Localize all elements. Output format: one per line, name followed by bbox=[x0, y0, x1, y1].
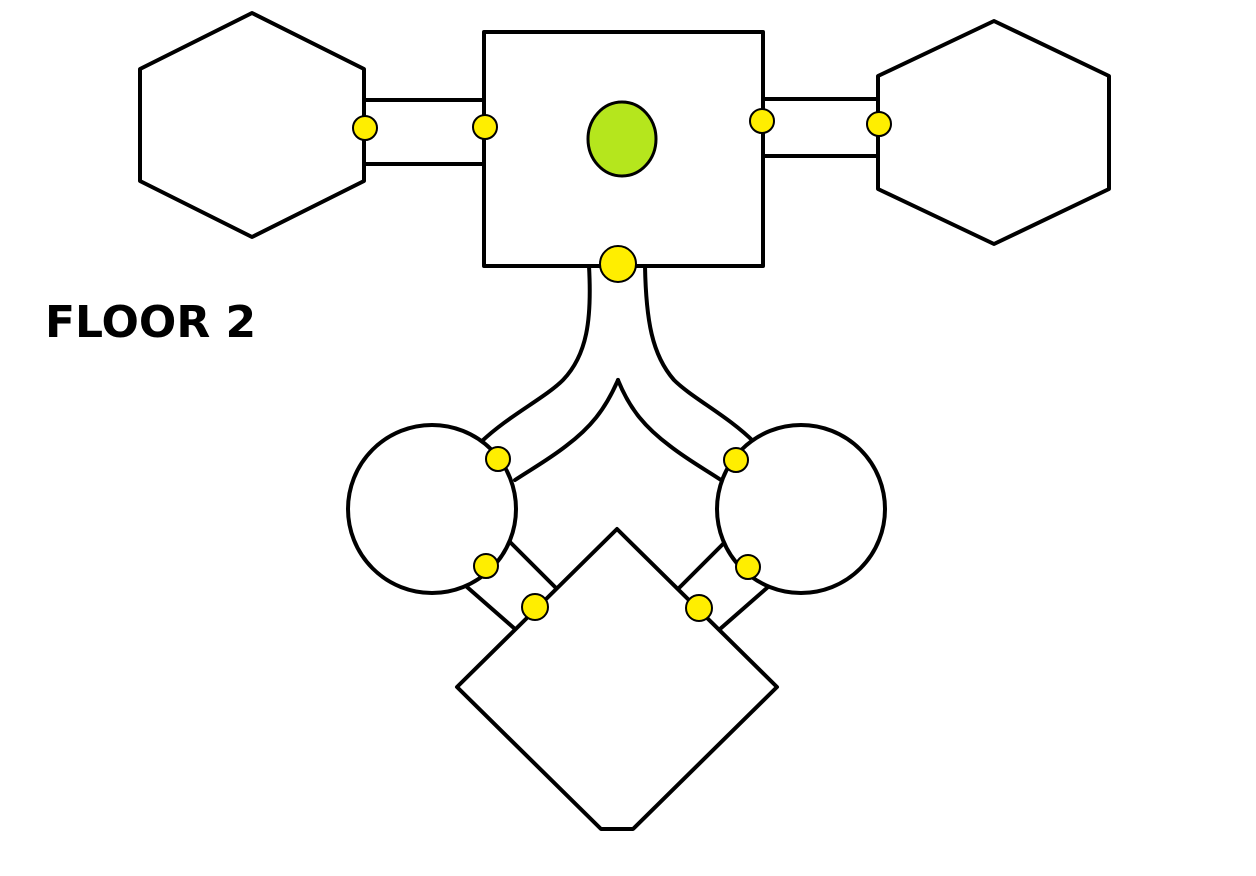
right-circle-room bbox=[715, 423, 887, 595]
door-right-circle-north bbox=[723, 447, 749, 473]
forked-corridor bbox=[479, 264, 756, 482]
bottom-diamond-room bbox=[455, 527, 779, 831]
fork-inner-left-wall bbox=[513, 378, 620, 482]
floor-label: FLOOR 2 bbox=[45, 297, 256, 348]
door-central-west bbox=[472, 114, 498, 140]
door-east-hexagon bbox=[866, 111, 892, 137]
left-diagonal-corridor bbox=[465, 540, 558, 631]
left-circle-room bbox=[346, 423, 518, 595]
fork-outer-left-wall bbox=[479, 264, 592, 444]
fork-outer-right-wall bbox=[643, 264, 756, 444]
right-diagonal-corridor bbox=[677, 540, 770, 631]
door-diamond-left bbox=[521, 593, 549, 621]
door-west-hexagon bbox=[352, 115, 378, 141]
west-hexagon-room bbox=[138, 11, 366, 239]
door-left-circle-north bbox=[485, 446, 511, 472]
door-central-east bbox=[749, 108, 775, 134]
green-marker bbox=[586, 100, 658, 178]
door-diamond-right bbox=[685, 594, 713, 622]
fork-inner-right-wall bbox=[616, 378, 723, 482]
east-hexagon-room bbox=[876, 19, 1111, 246]
door-central-south bbox=[599, 245, 637, 283]
doors bbox=[352, 108, 892, 622]
west-corridor bbox=[359, 98, 488, 166]
door-right-circle-south bbox=[735, 554, 761, 580]
door-left-circle-south bbox=[473, 553, 499, 579]
east-corridor bbox=[760, 97, 883, 158]
